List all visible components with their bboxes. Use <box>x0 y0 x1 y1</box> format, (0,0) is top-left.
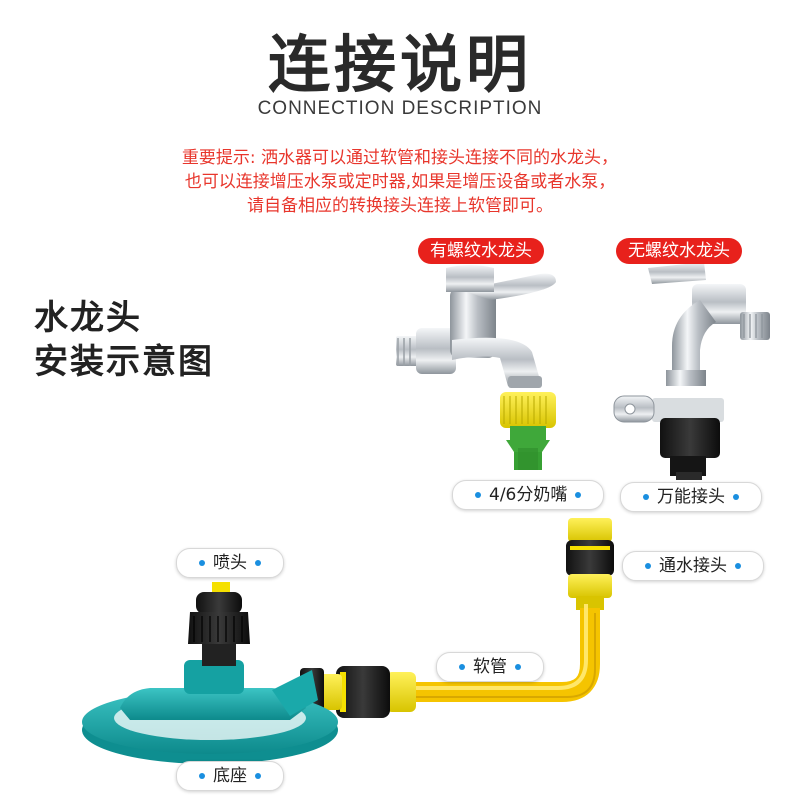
nozzle-label: 喷头 <box>176 548 284 578</box>
unthreaded-faucet-image <box>613 262 770 480</box>
sprinkler-base-image <box>82 660 338 764</box>
bullet-dot <box>735 563 741 569</box>
water-connector-image <box>566 518 614 610</box>
bullet-dot <box>199 773 205 779</box>
bullet-dot <box>199 560 205 566</box>
bullet-dot <box>645 563 651 569</box>
side-title-line: 水龙头 <box>34 298 142 338</box>
bullet-dot <box>733 494 739 500</box>
bullet-dot <box>475 492 481 498</box>
unthreaded-faucet-label: 无螺纹水龙头 <box>616 238 742 264</box>
base-label: 底座 <box>176 761 284 791</box>
hose-label: 软管 <box>436 652 544 682</box>
important-notice: 重要提示: 洒水器可以通过软管和接头连接不同的水龙头， 也可以连接增压水泵或定时… <box>0 146 800 218</box>
installation-diagram-title: 水龙头 安装示意图 <box>34 296 214 384</box>
bullet-dot <box>255 773 261 779</box>
threaded-faucet-image <box>396 265 556 388</box>
water-connector-label: 通水接头 <box>622 551 764 581</box>
nipple-connector-image <box>500 392 556 470</box>
bullet-dot <box>255 560 261 566</box>
page-title: 连接说明 <box>267 28 532 101</box>
threaded-faucet-label: 有螺纹水龙头 <box>418 238 544 264</box>
universal-connector-label: 万能接头 <box>620 482 762 512</box>
bullet-dot <box>459 664 465 670</box>
bullet-dot <box>643 494 649 500</box>
bullet-dot <box>515 664 521 670</box>
notice-line: 请自备相应的转换接头连接上软管即可。 <box>247 196 553 216</box>
notice-line: 重要提示: 洒水器可以通过软管和接头连接不同的水龙头， <box>181 148 619 168</box>
side-title-line: 安装示意图 <box>34 342 214 382</box>
nozzle-image <box>188 582 250 666</box>
notice-line: 也可以连接增压水泵或定时器,如果是增压设备或者水泵， <box>184 172 616 192</box>
hose-image <box>404 604 600 702</box>
bullet-dot <box>575 492 582 498</box>
nipple-label: 4/6分奶嘴 <box>452 480 605 510</box>
page-subtitle: CONNECTION DESCRIPTION <box>257 98 543 119</box>
